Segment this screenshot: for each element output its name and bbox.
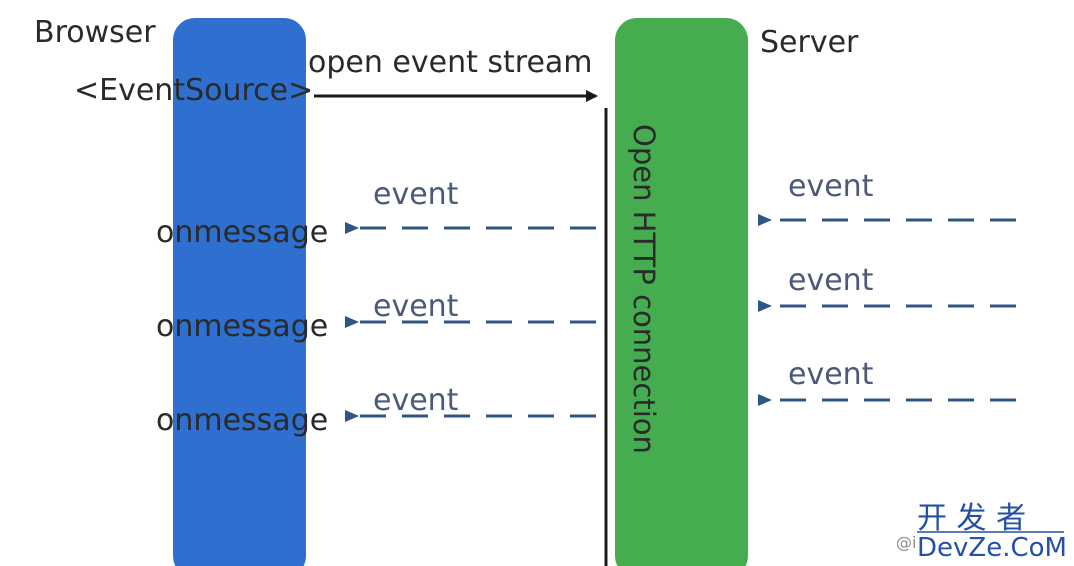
server-event-label: event — [788, 169, 874, 204]
http-connection-label: Open HTTP connection — [627, 124, 661, 454]
server-event-label: event — [788, 263, 874, 298]
eventsource-label: <EventSource> — [74, 73, 313, 108]
browser-lane — [173, 18, 306, 566]
server-label: Server — [760, 25, 859, 60]
server-event-label: event — [788, 357, 874, 392]
client-event-label: event — [373, 177, 459, 212]
watermark-en-text: DevZe.CoM — [917, 533, 1067, 563]
browser-label: Browser — [34, 15, 156, 50]
server-lane — [615, 18, 748, 566]
client-event-label: event — [373, 289, 459, 324]
watermark-logo: 开 发 者 @i DevZe.CoM — [896, 501, 1067, 563]
onmessage-handler-label: onmessage — [156, 215, 328, 250]
server-events-group: event event event — [758, 169, 1016, 406]
client-event-label: event — [373, 383, 459, 418]
onmessage-handler-label: onmessage — [156, 403, 328, 438]
onmessage-handler-label: onmessage — [156, 309, 328, 344]
open-event-stream-label: open event stream — [308, 45, 593, 80]
client-events-group: event onmessage event onmessage event onmessa… — [156, 177, 596, 438]
watermark-cn-text: 开 发 者 — [917, 501, 1026, 536]
watermark-prefix-text: @i — [896, 533, 916, 552]
